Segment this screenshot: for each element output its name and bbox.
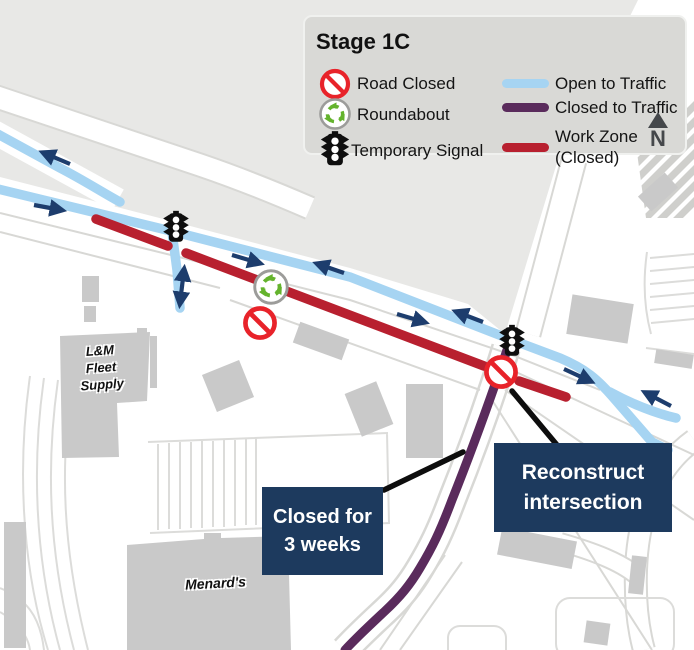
work-zone-swatch [502,143,549,152]
roundabout-icon [252,268,290,306]
road-closed-icon [245,308,274,337]
north-arrow-icon [648,112,668,128]
closed-to-traffic-road [340,345,512,650]
lm-fleet-supply-building [60,332,150,458]
callout-lines [381,388,560,493]
menards-building [127,533,291,650]
legend-item-label: Roundabout [357,105,450,124]
legend-item-label: Road Closed [357,74,456,93]
callout-closed-3-weeks: Closed for 3 weeks [262,487,383,575]
road-casings [0,212,694,650]
temporary-signal-icon [317,131,353,167]
legend-line-label: Closed to Traffic [555,98,678,117]
road-closed-icon [486,357,515,386]
roundabout-icon [317,96,353,132]
open-to-traffic-swatch [502,79,549,88]
buildings [4,172,694,650]
closed-to-traffic-swatch [502,103,549,112]
legend-item-label: Temporary Signal [351,141,484,160]
lm-fleet-supply-label: L&M Fleet Supply [80,342,125,394]
legend: Stage 1C Road Closed Roundabout Temporar… [303,15,687,167]
legend-line-label: Open to Traffic [555,74,667,93]
legend-title: Stage 1C [316,29,411,54]
two-way-arrow [172,263,192,310]
work-zone-road [91,214,571,402]
legend-line-label: Work Zone (Closed) [555,127,638,167]
north-arrow: N [640,112,676,150]
callout-reconstruct-intersection: Reconstruct intersection [494,443,672,532]
direction-arrows [33,149,672,408]
north-label: N [650,126,666,151]
open-road-branch-ne [0,129,125,207]
open-road-branch-se [605,387,681,423]
